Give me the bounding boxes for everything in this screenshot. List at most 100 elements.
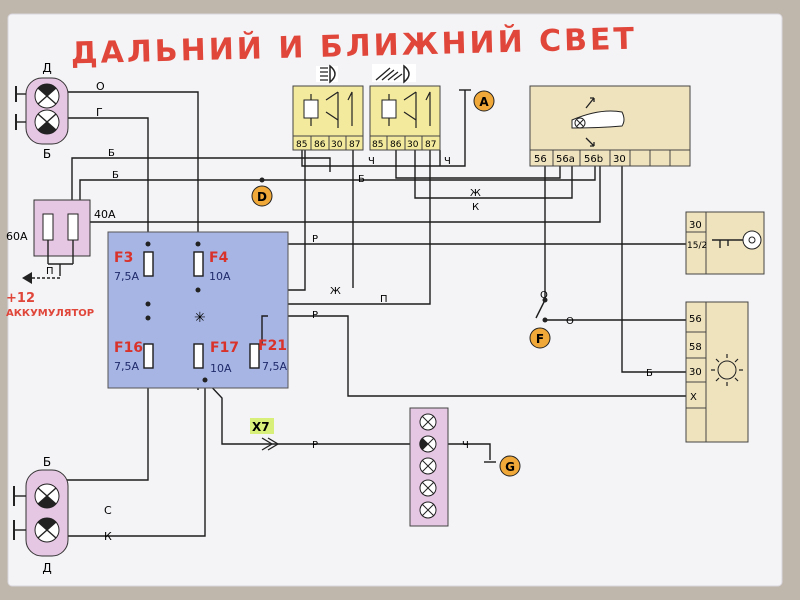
marker-d: D: [251, 185, 273, 207]
relay-high-beam: 85 86 30 87: [292, 64, 364, 151]
wire-letter: Ч: [444, 156, 451, 167]
switch-pin-56: 56: [534, 154, 547, 165]
relay2-pin-30: 30: [407, 140, 419, 150]
fuse-f21-id: F21: [258, 338, 287, 354]
fusible-links: 60А 40А: [6, 199, 116, 276]
wire-letter: Б: [646, 368, 653, 379]
marker-g: G: [499, 455, 521, 477]
fuse-f16-id: F16: [114, 340, 143, 356]
indicator-lamp-icon: [419, 457, 437, 475]
fuse-f16: [143, 343, 154, 369]
wire-letter: Б: [112, 170, 119, 181]
low-beam-icon: [372, 64, 416, 84]
lamp-bulb-icon: [34, 83, 60, 109]
switch-pin-56b: 56b: [584, 154, 603, 165]
ignition-pin-15-2: 15/2: [687, 241, 707, 251]
wire-letter: К: [472, 202, 479, 213]
headlamp-top-letter: Д: [42, 61, 51, 75]
light-switch-pin-58: 58: [689, 342, 702, 353]
fuse-f21-rating: 7,5А: [262, 360, 287, 373]
key-icon: [712, 230, 762, 250]
marker-a: A: [473, 90, 495, 112]
wire-letter: П: [380, 294, 388, 305]
fuse-f4-id: F4: [209, 250, 229, 266]
fuse-junction-star: ✳: [194, 310, 206, 326]
fuse-link-left-rating: 60А: [6, 230, 28, 243]
headlamp-bottom-letter-bottom: Д: [42, 561, 51, 575]
wire-labels: Б Б Ч Ч Б Ж К Р Ж П Р О О Б Р Ч: [108, 148, 653, 451]
fuse-link-40a: [67, 213, 79, 241]
fuse-f21: [249, 343, 260, 369]
battery-wire-letter: П: [46, 266, 54, 277]
relay2-pin-86: 86: [390, 140, 402, 150]
lamp-bulb-icon: [34, 517, 60, 543]
relay1-pin-87: 87: [349, 140, 360, 150]
light-lever-switch: 56 56а 56b 30: [529, 85, 691, 167]
lever-switch-icon: [571, 97, 625, 147]
wire-letter: О: [566, 316, 574, 327]
high-beam-icon: [316, 64, 338, 84]
relay1-pin-85: 85: [296, 140, 307, 150]
wire-letter-s: С: [104, 504, 112, 517]
fuse-f3: [143, 251, 154, 277]
wire-letter: Ч: [462, 440, 469, 451]
ignition-switch: 30 15/2: [685, 211, 765, 275]
light-switch-pin-30: 30: [689, 367, 702, 378]
fuse-f16-rating: 7,5А: [114, 360, 139, 373]
wire-letter: Б: [108, 148, 115, 159]
battery-terminal: П +12 АККУМУЛЯТОР: [6, 266, 94, 319]
fuse-f3-rating: 7,5А: [114, 270, 139, 283]
fuse-box: F3 7,5А F4 10А F16 7,5А F17 10А F21 7,5А…: [107, 231, 289, 389]
fuse-f17-id: F17: [210, 340, 239, 356]
junction-dots: [145, 241, 548, 383]
marker-g-label: G: [505, 460, 515, 474]
fuse-f4-rating: 10А: [209, 270, 231, 283]
wire-letter: Р: [312, 440, 318, 451]
indicator-lamp-icon: [419, 501, 437, 519]
wire-letter: Б: [358, 174, 365, 185]
wire-letter: О: [540, 290, 548, 301]
wire-letter: Ж: [470, 188, 481, 199]
headlamp-bottom: Б Д С К: [13, 455, 112, 575]
relay2-pin-85: 85: [372, 140, 383, 150]
battery-label: АККУМУЛЯТОР: [6, 308, 94, 319]
fuse-link-right-rating: 40А: [94, 208, 116, 221]
headlamp-bottom-letter: Б: [43, 455, 51, 469]
lamp-symbol-icon: [711, 354, 743, 386]
wire-letter-o: О: [96, 80, 105, 93]
wire-letter: Р: [312, 234, 318, 245]
indicator-lamp-icon: [419, 435, 437, 453]
marker-d-label: D: [257, 190, 267, 204]
indicator-lamp-icon: [419, 413, 437, 431]
headlamp-top-letter-bottom: Б: [43, 147, 51, 161]
marker-a-label: A: [479, 95, 489, 109]
indicator-lamp-icon: [419, 479, 437, 497]
marker-f-label: F: [536, 332, 544, 346]
wire-letter-k: К: [104, 530, 112, 543]
headlamp-bottom-housing: [25, 469, 69, 557]
fuse-link-60a: [42, 213, 54, 241]
light-switch-pin-56: 56: [689, 314, 702, 325]
relay1-pin-30: 30: [331, 140, 343, 150]
indicator-panel: [409, 407, 449, 527]
wire-letter: Р: [312, 310, 318, 321]
switch-pin-30: 30: [613, 154, 626, 165]
connector-x7: X7: [250, 418, 280, 451]
switch-pin-56a: 56а: [556, 154, 575, 165]
wire-letter: Ж: [330, 286, 341, 297]
fuse-f4: [193, 251, 204, 277]
battery-voltage: +12: [6, 291, 35, 306]
fuse-f17: [193, 343, 204, 369]
lamp-bulb-icon: [34, 483, 60, 509]
headlamp-top: Д Б О Г: [15, 61, 105, 161]
ignition-pin-30: 30: [689, 220, 702, 231]
relay2-pin-87: 87: [425, 140, 436, 150]
fuse-f3-id: F3: [114, 250, 133, 266]
connector-x7-label: X7: [252, 420, 270, 434]
wire-letter-g: Г: [96, 106, 103, 119]
wire-letter: Ч: [368, 156, 375, 167]
fuse-f17-rating: 10А: [210, 362, 232, 375]
relay-low-beam: 85 86 30 87: [369, 64, 441, 151]
headlight-switch: 56 58 30 X: [685, 301, 749, 443]
